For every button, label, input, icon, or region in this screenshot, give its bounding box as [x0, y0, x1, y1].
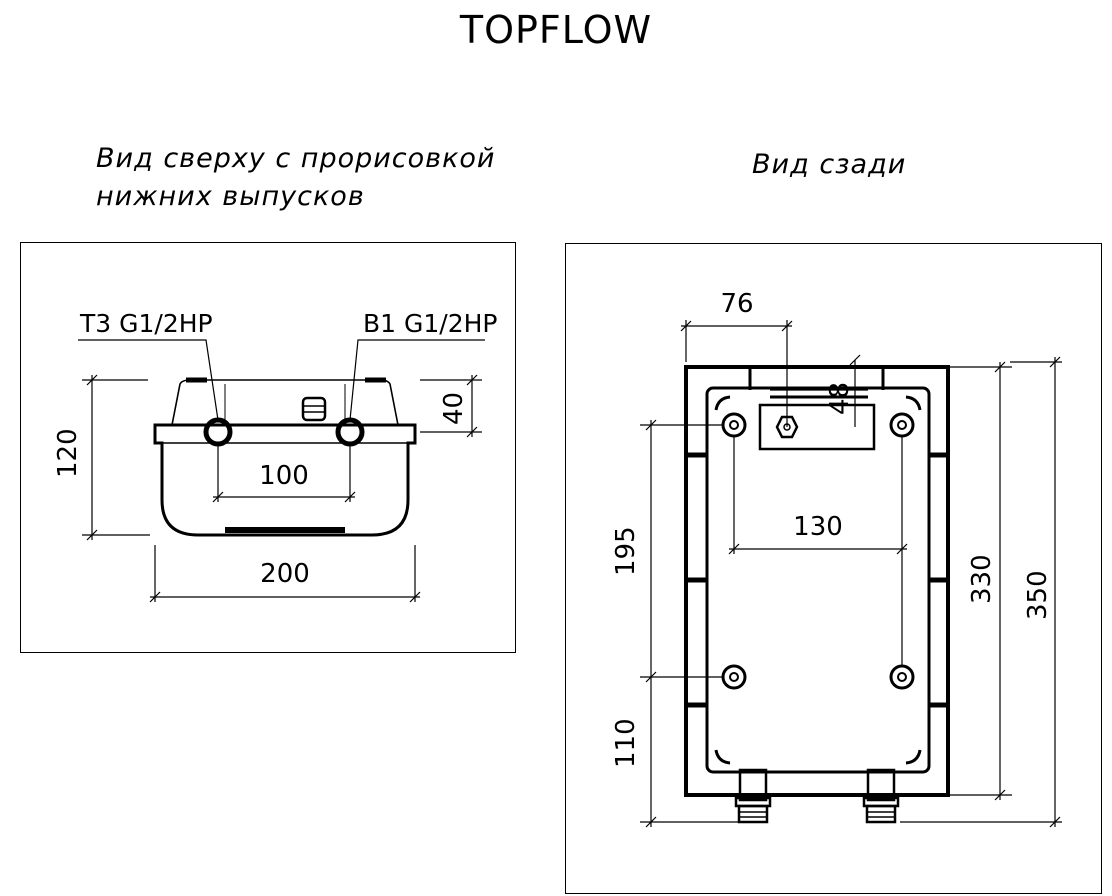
dim-200: [149, 545, 421, 603]
dim-120-text: 120: [53, 428, 83, 478]
dim-40-text: 40: [439, 392, 469, 425]
dim-76-text: 76: [720, 289, 753, 319]
frame-side-ticks: [688, 452, 946, 708]
top-view-drawing: T3 G1/2HP B1 G1/2HP 120 40 100: [53, 309, 498, 603]
fitting-box: [758, 403, 876, 451]
rear-view-frame: [565, 243, 1102, 894]
dim-100-text: 100: [259, 461, 309, 491]
dim-100: [212, 444, 356, 503]
dim-330: [935, 361, 1012, 801]
dim-40: [420, 374, 482, 438]
rear-view-caption: Вид сзади: [752, 149, 907, 180]
fitting-nut: [775, 415, 799, 439]
dim-120: [82, 374, 150, 541]
mounting-holes: [721, 412, 915, 690]
dim-48-text: 48: [825, 382, 855, 415]
dim-350-text: 350: [1023, 570, 1053, 620]
dim-330-text: 330: [967, 554, 997, 604]
dim-200-text: 200: [260, 559, 310, 589]
dim-130-text: 130: [793, 512, 843, 542]
lid-outline: [171, 379, 399, 426]
top-view-caption-line2: нижних выпусков: [96, 181, 365, 212]
page-title: TOPFLOW: [459, 8, 653, 52]
dim-195-110: [640, 419, 740, 828]
top-view-frame: [20, 242, 516, 653]
top-view-caption: Вид сверху с прорисовкой нижних выпусков: [96, 140, 516, 216]
dim-195-text: 195: [611, 526, 641, 576]
label-b1-outlet: B1 G1/2HP: [363, 309, 498, 338]
bottom-connectors: [734, 768, 900, 824]
dim-130: [728, 437, 908, 666]
leader-b1: [349, 339, 485, 421]
mount-hole-bottom-right: [889, 664, 915, 690]
center-connector: [301, 396, 327, 422]
outer-mounting-frame: [684, 365, 950, 797]
label-t3-outlet: T3 G1/2HP: [79, 309, 213, 338]
mount-hole-bottom-left: [721, 664, 747, 690]
leader-t3: [78, 339, 219, 421]
dim-350: [900, 356, 1062, 828]
mount-hole-top-left: [721, 412, 747, 438]
mount-hole-top-right: [889, 412, 915, 438]
dim-48: [770, 354, 868, 427]
dim-110-text: 110: [611, 718, 641, 768]
top-view-caption-line1: Вид сверху с прорисовкой: [96, 143, 496, 174]
inner-body-outline: [705, 386, 931, 774]
dim-76: [680, 320, 793, 427]
heater-body-outline: [153, 423, 417, 537]
rear-view-drawing: 76 48 130 195 110: [611, 289, 1062, 828]
